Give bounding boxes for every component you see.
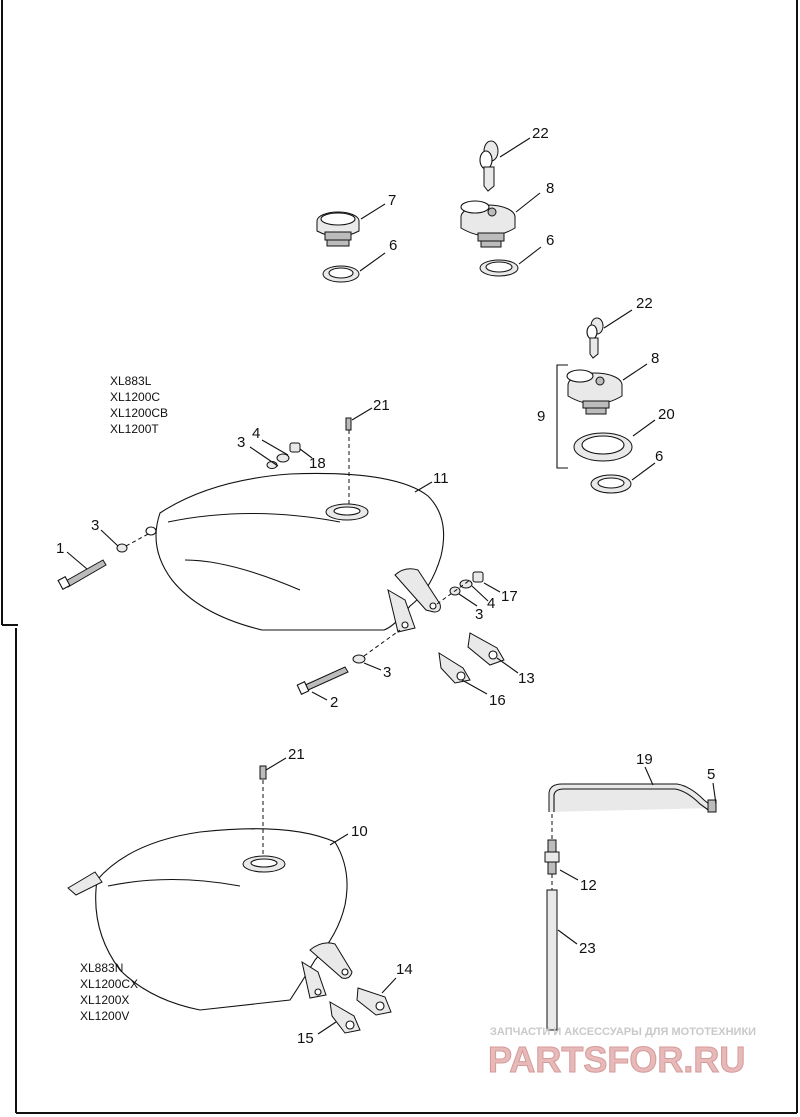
callout-6c: 6	[655, 448, 663, 465]
callout-20: 20	[658, 406, 675, 423]
isolator-14	[356, 987, 392, 1016]
model-name: XL1200X	[80, 993, 129, 1007]
model-list-top: XL883L XL1200C XL1200CB XL1200T	[110, 374, 168, 436]
bracket-9	[556, 364, 568, 469]
callout-3b: 3	[91, 517, 99, 534]
model-name: XL1200CB	[110, 406, 168, 420]
model-list-bottom: XL883N XL1200CX XL1200X XL1200V	[80, 961, 138, 1023]
callout-1: 1	[56, 540, 64, 557]
washer-3b	[116, 543, 128, 553]
model-name: XL1200CX	[80, 977, 138, 991]
nut-18	[289, 442, 301, 453]
callout-4a: 4	[252, 425, 260, 442]
key-22b	[586, 317, 604, 359]
callout-4b: 4	[487, 595, 495, 612]
vent-line-19	[548, 783, 717, 813]
gasket-6a	[322, 265, 360, 283]
watermark-tagline: ЗАПЧАСТИ И АКСЕССУАРЫ ДЛЯ МОТОТЕХНИКИ	[490, 1026, 756, 1038]
model-name: XL1200V	[80, 1009, 129, 1023]
fitting-12	[544, 839, 560, 875]
callout-11: 11	[433, 470, 449, 487]
callout-23: 23	[579, 940, 596, 957]
locking-cap-8b	[566, 369, 623, 415]
callout-8a: 8	[546, 180, 554, 197]
locking-cap-8a	[460, 200, 516, 248]
callout-3c: 3	[475, 606, 483, 623]
callout-19: 19	[636, 751, 653, 768]
model-name: XL1200C	[110, 390, 160, 404]
callout-21b: 21	[288, 746, 305, 763]
isolator-13	[467, 632, 505, 666]
tube-23	[546, 889, 558, 1031]
callout-21a: 21	[373, 397, 390, 414]
callout-7: 7	[388, 192, 396, 209]
ring-20	[573, 432, 633, 462]
model-name: XL1200T	[110, 422, 159, 436]
callout-8b: 8	[651, 350, 659, 367]
dash-1	[125, 532, 151, 547]
callout-5: 5	[707, 766, 715, 783]
watermark: ЗАПЧАСТИ И АКСЕССУАРЫ ДЛЯ МОТОТЕХНИКИ PA…	[488, 1026, 757, 1081]
isolator-15	[329, 1001, 361, 1034]
bolt-1	[57, 559, 107, 591]
dash-2	[363, 629, 401, 657]
callout-10: 10	[351, 823, 368, 840]
bolt-2	[296, 666, 349, 695]
fuel-cap-7	[316, 211, 360, 247]
gasket-6c	[590, 474, 632, 494]
lockwasher-4b	[459, 579, 473, 589]
fuel-tank-10	[67, 828, 353, 1011]
callout-6a: 6	[389, 237, 397, 254]
callout-22a: 22	[532, 125, 549, 142]
screw-21a	[345, 417, 352, 431]
model-name: XL883N	[80, 961, 123, 975]
callout-9: 9	[537, 408, 545, 425]
nut-17	[472, 571, 484, 583]
callout-16: 16	[489, 692, 506, 709]
callout-22b: 22	[636, 295, 653, 312]
callout-3d: 3	[383, 664, 391, 681]
callout-18: 18	[309, 455, 326, 472]
screw-21b	[259, 765, 267, 780]
callout-labels: 22 7 8 6 6 22 8 9 20 6 21 3 4 18 11 3 1 …	[56, 125, 715, 1047]
model-name: XL883L	[110, 374, 152, 388]
callout-15: 15	[297, 1030, 314, 1047]
isolator-16	[438, 652, 471, 684]
key-22a	[479, 140, 499, 192]
leader-lines	[66, 137, 717, 1035]
watermark-brand: PARTSFOR.RU	[488, 1039, 745, 1080]
callout-6b: 6	[546, 232, 554, 249]
lockwasher-4a	[276, 453, 290, 463]
gasket-6b	[479, 259, 519, 277]
washer-3d	[352, 654, 366, 664]
callout-3a: 3	[237, 434, 245, 451]
fuel-tank-11	[145, 472, 445, 633]
callout-12: 12	[580, 877, 597, 894]
callout-14: 14	[396, 961, 413, 978]
callout-17: 17	[501, 588, 518, 605]
callout-13: 13	[518, 670, 535, 687]
callout-2: 2	[330, 694, 338, 711]
